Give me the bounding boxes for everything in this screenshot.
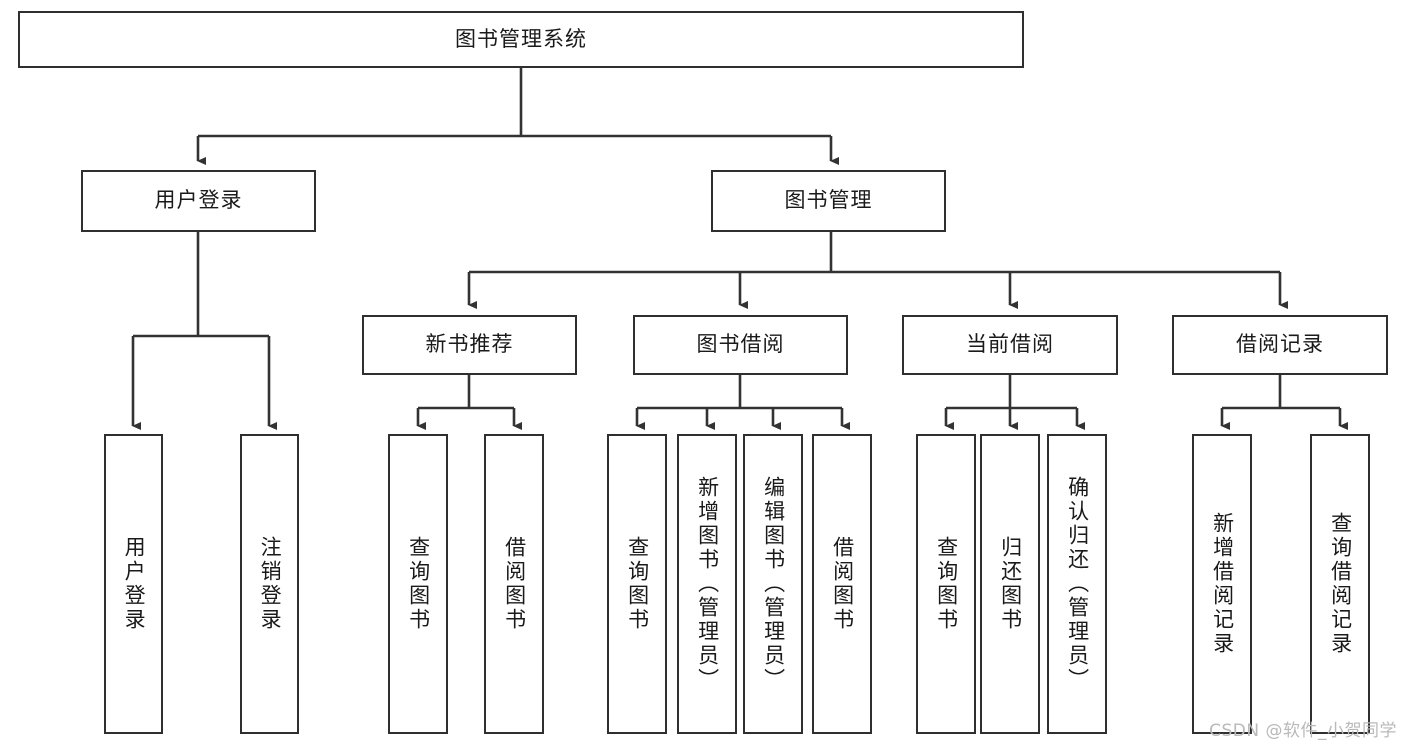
node-label: 注销登录 xyxy=(258,536,283,632)
csdn-watermark: CSDN @软件_小贺同学 xyxy=(1209,721,1397,741)
node-label: 查询图书 xyxy=(406,536,431,632)
leaf-record-add-borrow-record[interactable]: 新增借阅记录 xyxy=(1192,434,1252,734)
node-label: 借阅记录 xyxy=(1236,332,1324,357)
leaf-record-query-borrow-record[interactable]: 查询借阅记录 xyxy=(1310,434,1370,734)
leaf-user-login-logout[interactable]: 注销登录 xyxy=(240,434,299,734)
node-root-book-management-system[interactable]: 图书管理系统 xyxy=(18,11,1024,68)
node-label: 查询借阅记录 xyxy=(1328,512,1353,656)
leaf-new-book-query[interactable]: 查询图书 xyxy=(388,434,448,734)
node-label: 当前借阅 xyxy=(966,332,1054,357)
node-user-login[interactable]: 用户登录 xyxy=(81,170,316,232)
leaf-current-return-book[interactable]: 归还图书 xyxy=(980,434,1040,734)
node-borrow-record[interactable]: 借阅记录 xyxy=(1172,315,1388,375)
node-label: 归还图书 xyxy=(998,536,1023,632)
leaf-borrow-borrow-book[interactable]: 借阅图书 xyxy=(812,434,872,734)
node-label: 编辑图书（管理员） xyxy=(761,476,786,692)
node-label: 借阅图书 xyxy=(830,536,855,632)
leaf-new-book-borrow[interactable]: 借阅图书 xyxy=(484,434,544,734)
node-label: 查询图书 xyxy=(934,536,959,632)
node-book-borrow[interactable]: 图书借阅 xyxy=(633,315,848,375)
node-book-management[interactable]: 图书管理 xyxy=(711,170,946,232)
node-label: 确认归还（管理员） xyxy=(1065,476,1090,692)
node-label: 借阅图书 xyxy=(502,536,527,632)
node-label: 用户登录 xyxy=(122,536,147,632)
node-label: 图书管理 xyxy=(784,188,873,213)
node-label: 图书管理系统 xyxy=(455,26,587,51)
node-label: 图书借阅 xyxy=(696,332,785,357)
node-label: 用户登录 xyxy=(154,188,243,213)
leaf-current-query-book[interactable]: 查询图书 xyxy=(916,434,976,734)
node-label: 查询图书 xyxy=(625,536,650,632)
leaf-current-confirm-return-admin[interactable]: 确认归还（管理员） xyxy=(1047,434,1107,734)
leaf-user-login-login[interactable]: 用户登录 xyxy=(104,434,163,734)
leaf-borrow-add-book-admin[interactable]: 新增图书（管理员） xyxy=(677,434,737,734)
leaf-borrow-edit-book-admin[interactable]: 编辑图书（管理员） xyxy=(743,434,803,734)
node-current-borrow[interactable]: 当前借阅 xyxy=(902,315,1118,375)
node-label: 新增图书（管理员） xyxy=(695,476,720,692)
node-label: 新书推荐 xyxy=(425,332,514,357)
node-new-book-recommend[interactable]: 新书推荐 xyxy=(362,315,577,375)
leaf-borrow-query-book[interactable]: 查询图书 xyxy=(607,434,667,734)
node-label: 新增借阅记录 xyxy=(1210,512,1235,656)
